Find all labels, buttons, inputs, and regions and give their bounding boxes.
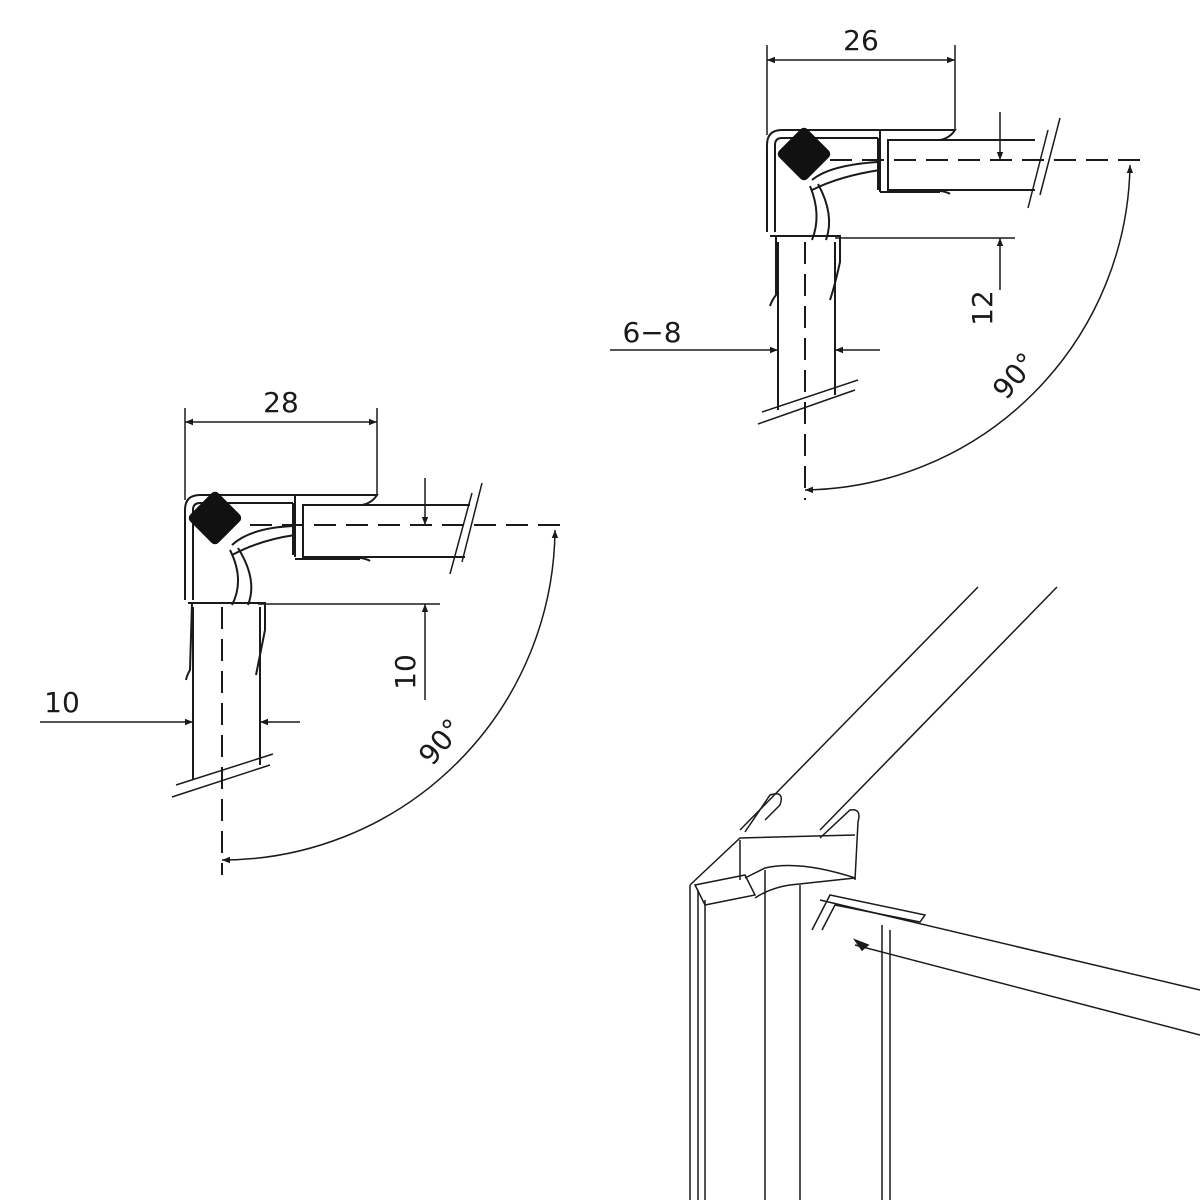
glass-thickness-label: 6−8	[622, 316, 681, 349]
width-dimension-label: 26	[843, 24, 879, 57]
offset-dimension-label: 12	[966, 290, 999, 326]
angle-label: 90°	[412, 712, 469, 771]
corner-seal-icon	[188, 491, 242, 545]
angle-label: 90°	[986, 346, 1043, 405]
width-dimension-label: 28	[263, 386, 299, 419]
profile-section-28: 28 10 10 90°	[40, 386, 560, 875]
angle-arc	[804, 164, 1134, 494]
glass-thickness-label: 10	[44, 686, 80, 719]
isometric-corner-view	[689, 586, 1200, 1200]
profile-section-26: 26 12 6−8 90°	[610, 24, 1145, 500]
offset-dimension-label: 10	[389, 654, 422, 690]
